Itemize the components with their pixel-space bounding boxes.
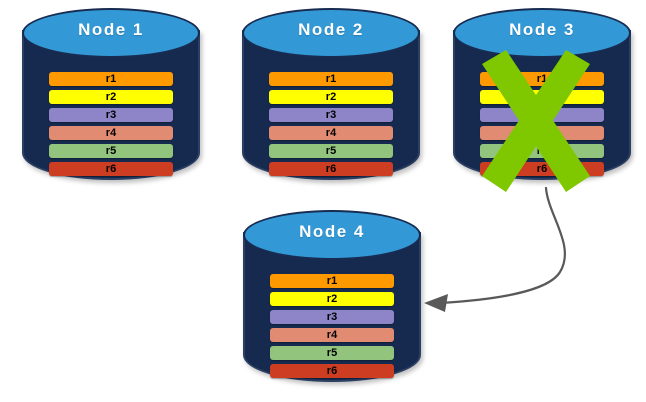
node-2-label: Node 2 xyxy=(298,20,364,39)
row-r4[interactable]: r4 xyxy=(270,328,394,342)
row-r1[interactable]: r1 xyxy=(49,72,173,86)
row-r2[interactable]: r2 xyxy=(480,90,604,104)
row-r6[interactable]: r6 xyxy=(270,364,394,378)
row-r5[interactable]: r5 xyxy=(270,346,394,360)
node-3-label: Node 3 xyxy=(509,20,575,39)
row-r3[interactable]: r3 xyxy=(270,310,394,324)
node-4[interactable]: Node 4 r1 r2 r3 r4 r5 r6 xyxy=(243,210,421,388)
row-r4[interactable]: r4 xyxy=(49,126,173,140)
row-r6[interactable]: r6 xyxy=(269,162,393,176)
row-r5[interactable]: r5 xyxy=(480,144,604,158)
row-r2[interactable]: r2 xyxy=(270,292,394,306)
node-2-rows: r1 r2 r3 r4 r5 r6 xyxy=(269,72,393,176)
row-r1[interactable]: r1 xyxy=(270,274,394,288)
row-r2[interactable]: r2 xyxy=(49,90,173,104)
node-4-label: Node 4 xyxy=(299,222,365,241)
row-r1[interactable]: r1 xyxy=(269,72,393,86)
row-r3[interactable]: r3 xyxy=(49,108,173,122)
node-3[interactable]: Node 3 r1 r2 r3 r4 r5 r6 xyxy=(453,8,631,192)
row-r5[interactable]: r5 xyxy=(49,144,173,158)
node-1-rows: r1 r2 r3 r4 r5 r6 xyxy=(49,72,173,176)
row-r3[interactable]: r3 xyxy=(480,108,604,122)
node-2[interactable]: Node 2 r1 r2 r3 r4 r5 r6 xyxy=(242,8,420,186)
cylinder-top xyxy=(243,210,421,260)
node-1[interactable]: Node 1 r1 r2 r3 r4 r5 r6 xyxy=(22,8,200,186)
row-r5[interactable]: r5 xyxy=(269,144,393,158)
cylinder-top xyxy=(22,8,200,58)
row-r6[interactable]: r6 xyxy=(480,162,604,176)
node-1-label: Node 1 xyxy=(78,20,144,39)
row-r3[interactable]: r3 xyxy=(269,108,393,122)
node-4-rows: r1 r2 r3 r4 r5 r6 xyxy=(270,274,394,378)
row-r1[interactable]: r1 xyxy=(480,72,604,86)
row-r2[interactable]: r2 xyxy=(269,90,393,104)
cylinder-top xyxy=(242,8,420,58)
node-3-rows: r1 r2 r3 r4 r5 r6 xyxy=(480,72,604,176)
row-r4[interactable]: r4 xyxy=(480,126,604,140)
row-r6[interactable]: r6 xyxy=(49,162,173,176)
row-r4[interactable]: r4 xyxy=(269,126,393,140)
